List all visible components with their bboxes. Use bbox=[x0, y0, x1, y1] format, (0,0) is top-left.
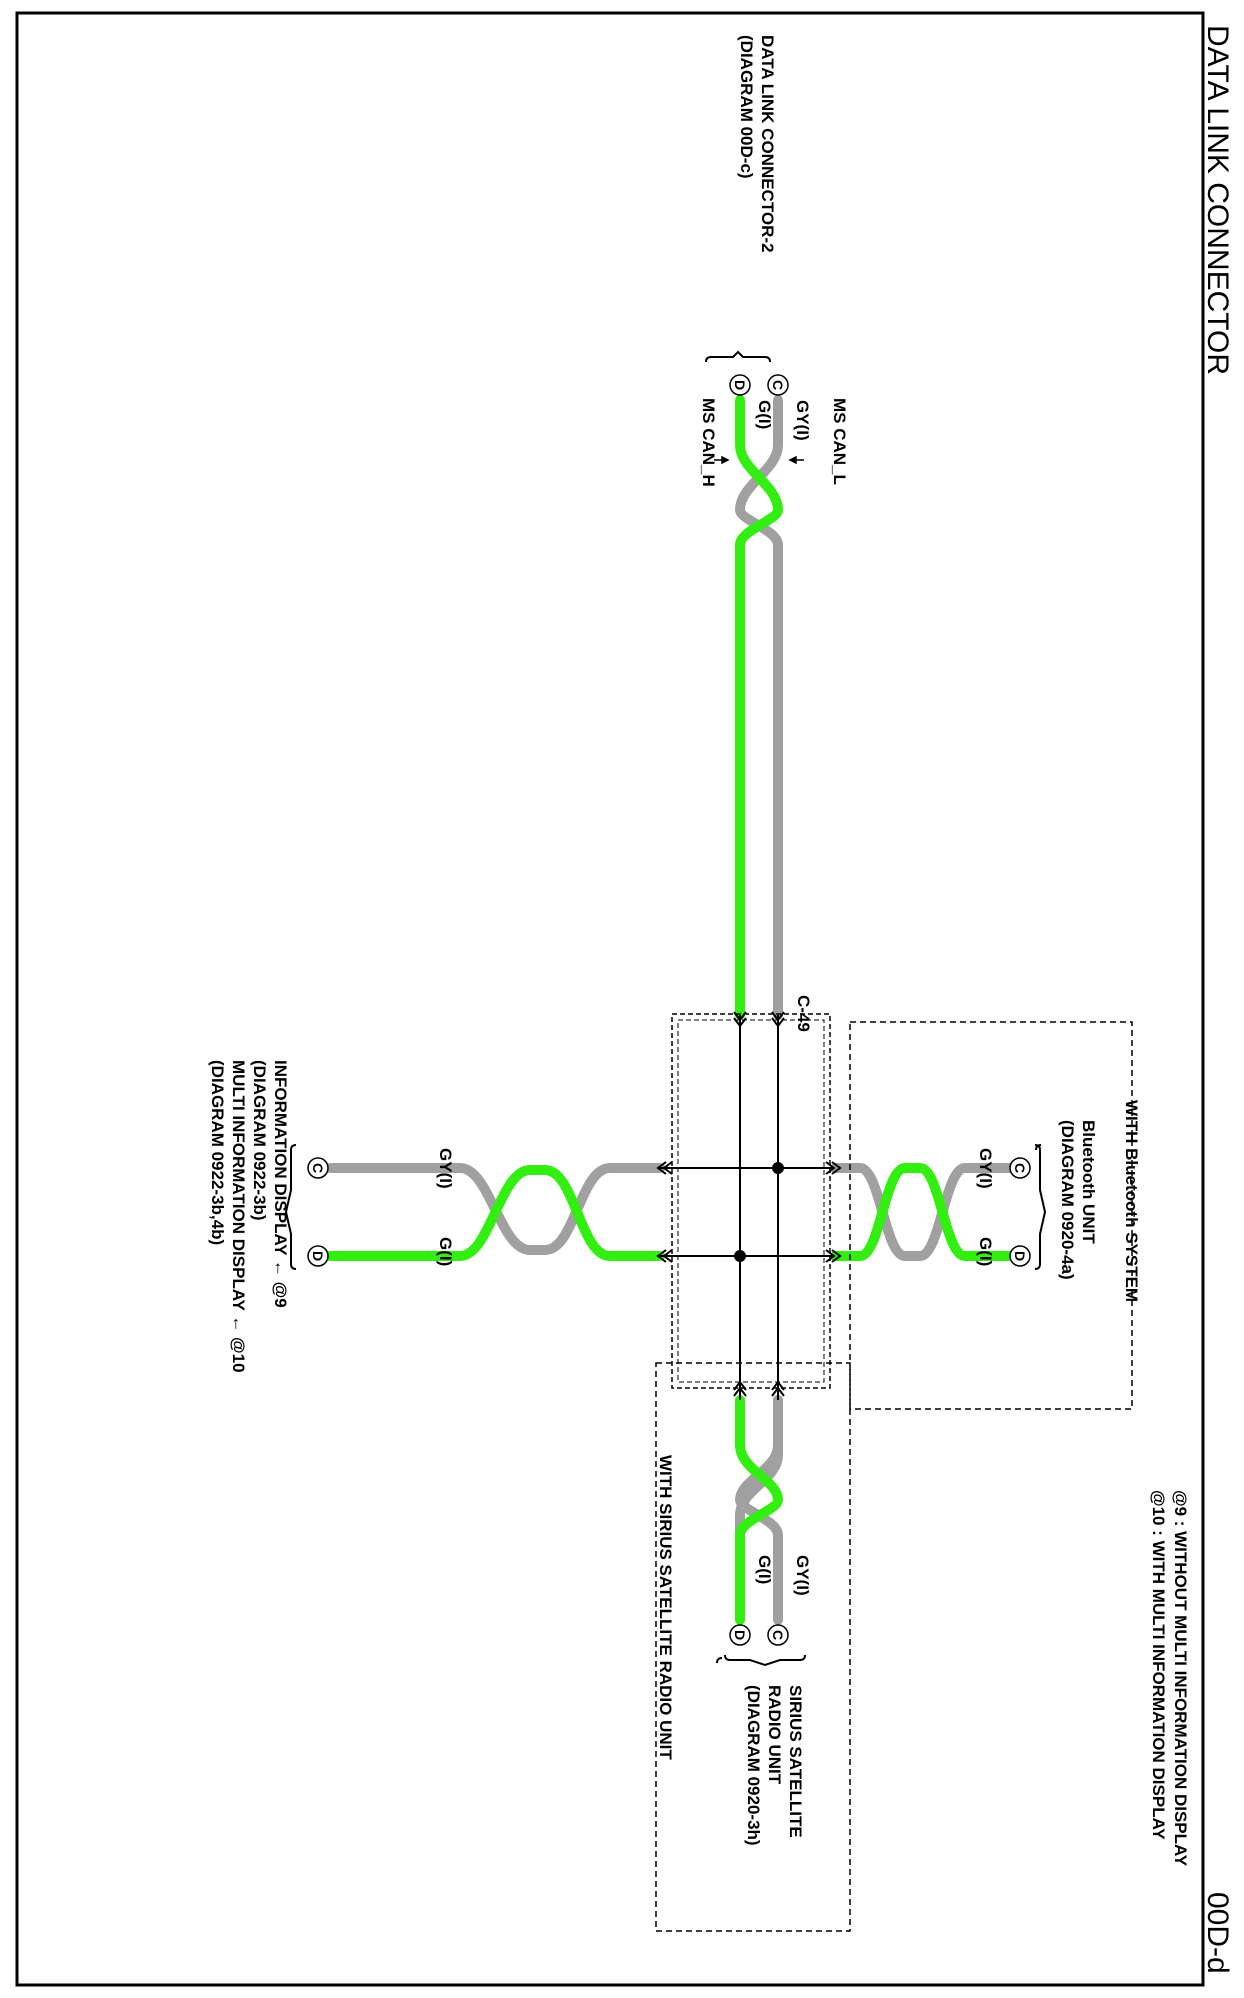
info-pin-d-label: D bbox=[310, 1251, 326, 1261]
sirius-line2: RADIO UNIT bbox=[765, 1685, 784, 1785]
notes: @9 : WITHOUT MULTI INFORMATION DISPLAY @… bbox=[1149, 1490, 1190, 1867]
wires bbox=[325, 395, 1015, 1625]
dlc2-pin-c bbox=[767, 374, 789, 396]
can-h-label: MS CAN_H bbox=[699, 398, 718, 487]
can-l-label: MS CAN_L bbox=[830, 398, 849, 485]
junction-lines bbox=[660, 1015, 835, 1400]
sirius-pin-c bbox=[767, 1624, 789, 1646]
sirius-g-wire-label: G(I) bbox=[755, 1555, 774, 1584]
bluetooth-pin-c bbox=[1009, 1157, 1031, 1179]
info-gy-wire-label: GY(I) bbox=[436, 1148, 455, 1189]
info-line4: (DIAGRAM 0922-3b,4b) bbox=[208, 1060, 227, 1245]
dlc2-g-wire-label: G(I) bbox=[755, 400, 774, 429]
bluetooth-pin-d-label: D bbox=[1012, 1251, 1028, 1261]
info-pin-c bbox=[307, 1157, 329, 1179]
junction-block-outline bbox=[671, 1013, 831, 1389]
sirius-option-box bbox=[655, 1362, 851, 1932]
dlc2-connector: C D bbox=[705, 350, 789, 396]
info-pin-c-label: C bbox=[310, 1163, 326, 1173]
dlc2-name: DATA LINK CONNECTOR-2 bbox=[758, 35, 777, 253]
bluetooth-pin-d bbox=[1009, 1245, 1031, 1267]
note-10: @10 : WITH MULTI INFORMATION DISPLAY bbox=[1149, 1490, 1168, 1840]
bluetooth-connector: C D bbox=[1009, 1144, 1047, 1270]
left-branch-gy-wire bbox=[325, 1163, 665, 1255]
sirius-connector: C D bbox=[716, 1624, 806, 1667]
dlc2-pin-d bbox=[729, 374, 751, 396]
dlc2-gy-wire-label: GY(I) bbox=[793, 400, 812, 441]
bluetooth-name: Bluetooth UNIT bbox=[1079, 1120, 1098, 1244]
bluetooth-pin-c-label: C bbox=[1012, 1163, 1028, 1173]
info-pin-d bbox=[307, 1245, 329, 1267]
junction-label: C-49 bbox=[794, 995, 813, 1032]
bluetooth-diagram: (DIAGRAM 0920-4a) bbox=[1058, 1120, 1077, 1280]
note-9: @9 : WITHOUT MULTI INFORMATION DISPLAY bbox=[1171, 1490, 1190, 1867]
info-line1: INFORMATION DISPLAY ← @9 bbox=[271, 1060, 290, 1308]
right-branch-g-wire bbox=[830, 1163, 1015, 1261]
lower-trunk-g-wire bbox=[735, 1395, 784, 1625]
info-line2: (DIAGRAM 0922-3b) bbox=[250, 1060, 269, 1221]
junction-block-outline-inner bbox=[677, 1019, 825, 1383]
sirius-gy-wire-label: GY(I) bbox=[793, 1555, 812, 1596]
sirius-line3: (DIAGRAM 0920-3h) bbox=[744, 1685, 763, 1846]
left-branch-g-wire bbox=[325, 1165, 665, 1261]
bluetooth-option-box bbox=[849, 1021, 1133, 1410]
bluetooth-g-wire-label: G(I) bbox=[976, 1237, 995, 1266]
info-line3: MULTI INFORMATION DISPLAY ← @10 bbox=[229, 1060, 248, 1373]
trunk-gy-wire bbox=[734, 395, 783, 1020]
info-g-wire-label: G(I) bbox=[436, 1237, 455, 1266]
page-code: 00D-d bbox=[1201, 1892, 1234, 1974]
info-display-connector: C D bbox=[284, 1144, 329, 1270]
dlc2-pin-d-label: D bbox=[732, 380, 748, 390]
page-frame bbox=[15, 11, 1205, 1987]
sirius-line1: SIRIUS SATELLITE bbox=[786, 1685, 805, 1838]
lower-trunk-gy-wire-2 bbox=[734, 1395, 783, 1625]
bluetooth-gy-wire-label: GY(I) bbox=[976, 1148, 995, 1189]
dlc2-pin-c-label: C bbox=[770, 380, 786, 390]
page-title: DATA LINK CONNECTOR bbox=[1201, 25, 1234, 375]
right-branch-gy-wire bbox=[830, 1163, 1015, 1261]
sirius-pin-d-label: D bbox=[732, 1630, 748, 1640]
sirius-option-label: WITH SIRIUS SATELLITE RADIO UNIT bbox=[656, 1455, 675, 1760]
can-arrows bbox=[714, 455, 804, 465]
trunk-g-wire bbox=[735, 395, 784, 1020]
connector-chevrons bbox=[656, 1011, 842, 1397]
dlc2-diagram: (DIAGRAM 00D-c) bbox=[737, 35, 756, 179]
bluetooth-option-label: WITH Bluetooth SYSTEM bbox=[1122, 1100, 1141, 1302]
sirius-pin-d bbox=[729, 1624, 751, 1646]
sirius-pin-c-label: C bbox=[770, 1630, 786, 1640]
